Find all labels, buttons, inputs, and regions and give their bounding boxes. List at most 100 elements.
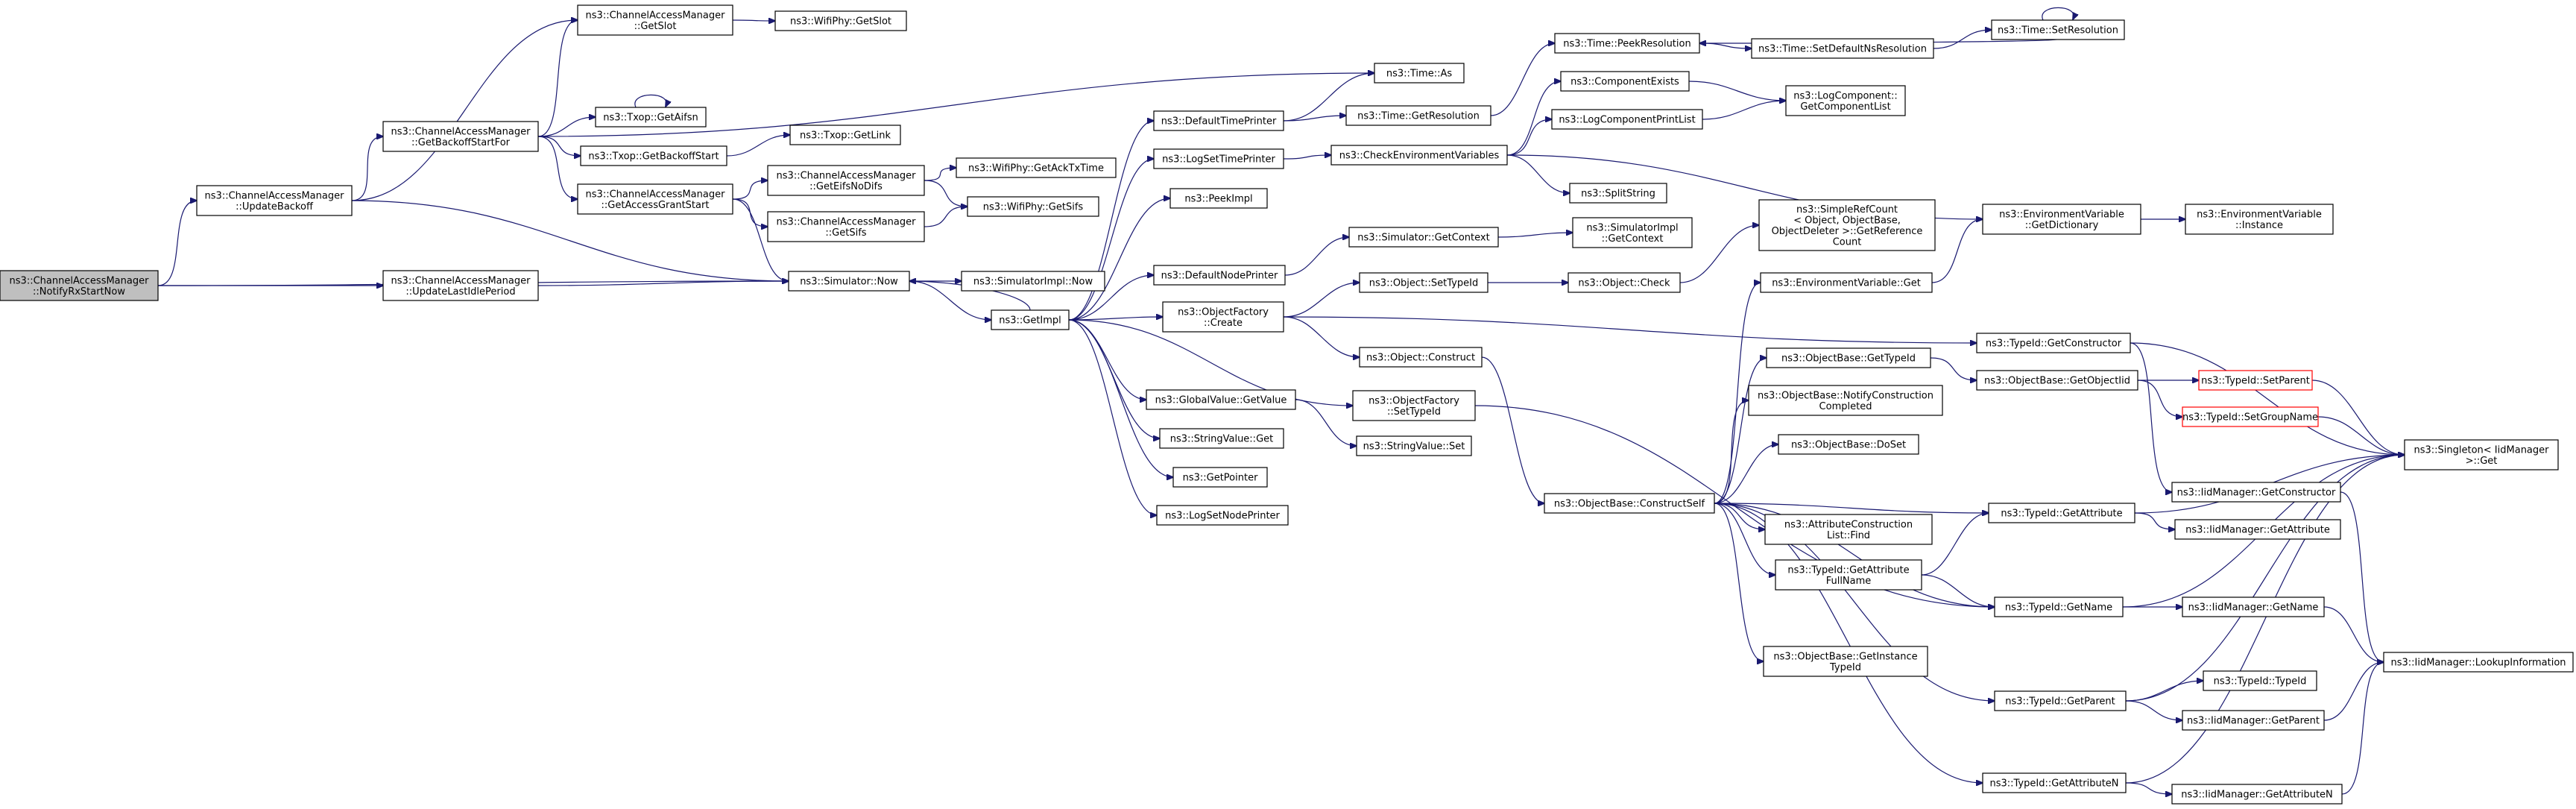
node-get-pointer[interactable]: ns3::GetPointer — [1172, 467, 1268, 488]
node-label: ns3::IidManager::GetAttributeN — [2181, 790, 2333, 801]
node-box — [1348, 227, 1499, 248]
node-box — [382, 121, 539, 152]
node-log-set-time-printer[interactable]: ns3::LogSetTimePrinter — [1153, 148, 1284, 169]
node-env-var-get[interactable]: ns3::EnvironmentVariable::Get — [1760, 272, 1933, 293]
node-box — [956, 157, 1117, 178]
node-label: ns3::LogComponent:: — [1793, 90, 1898, 101]
node-string-value-get[interactable]: ns3::StringValue::Get — [1159, 428, 1284, 449]
node-iid-get-constructor[interactable]: ns3::IidManager::GetConstructor — [2171, 482, 2341, 503]
node-label: Count — [1833, 236, 1862, 248]
node-time-peek-resolution[interactable]: ns3::Time::PeekResolution — [1554, 33, 1700, 54]
node-env-var-get-dictionary[interactable]: ns3::EnvironmentVariable::GetDictionary — [1982, 204, 2141, 235]
edge-get-impl-to-default-time-printer — [1068, 121, 1154, 321]
node-obj-base-get-object-tid[interactable]: ns3::ObjectBase::GetObjectIid — [1976, 370, 2138, 391]
node-type-id-set-group-name[interactable]: ns3::TypeId::SetGroupName — [2182, 406, 2319, 427]
node-txop-get-link[interactable]: ns3::Txop::GetLink — [789, 125, 901, 145]
node-root[interactable]: ns3::ChannelAccessManager::NotifyRxStart… — [0, 270, 159, 301]
node-get-eifs-no-difs[interactable]: ns3::ChannelAccessManager::GetEifsNoDifs — [767, 165, 925, 196]
node-sim-impl-now[interactable]: ns3::SimulatorImpl::Now — [961, 271, 1105, 292]
node-label: ns3::WifiPhy::GetAckTxTime — [968, 163, 1104, 174]
edge-get-access-grant-start-to-simulator-now — [732, 198, 789, 281]
node-type-id-set-parent[interactable]: ns3::TypeId::SetParent — [2198, 370, 2313, 391]
edge-check-env-vars-to-component-exists — [1506, 81, 1561, 156]
node-sim-get-context[interactable]: ns3::Simulator::GetContext — [1348, 227, 1499, 248]
node-obj-base-notify-construction[interactable]: ns3::ObjectBase::NotifyConstructionCompl… — [1748, 385, 1943, 416]
node-obj-base-get-type-id[interactable]: ns3::ObjectBase::GetTypeId — [1766, 347, 1931, 368]
node-object-check[interactable]: ns3::Object::Check — [1568, 272, 1681, 293]
node-wifi-get-slot[interactable]: ns3::WifiPhy::GetSlot — [774, 10, 907, 31]
node-box — [1760, 272, 1933, 293]
edge-get-eifs-no-difs-to-wifi-get-ack-tx-time — [924, 168, 956, 181]
node-global-value-get-value[interactable]: ns3::GlobalValue::GetValue — [1146, 389, 1296, 410]
node-iid-lookup-information[interactable]: ns3::IidManager::LookupInformation — [2383, 652, 2574, 673]
node-iid-get-parent[interactable]: ns3::IidManager::GetParent — [2182, 710, 2325, 731]
node-split-string[interactable]: ns3::SplitString — [1569, 183, 1667, 204]
node-check-env-vars[interactable]: ns3::CheckEnvironmentVariables — [1330, 145, 1508, 166]
node-label: ns3::Txop::GetAifsn — [603, 113, 698, 124]
edge-obj-base-construct-self-to-obj-base-notify-construction — [1714, 400, 1749, 504]
node-component-exists[interactable]: ns3::ComponentExists — [1560, 71, 1690, 92]
node-label: ns3::ChannelAccessManager — [205, 190, 345, 201]
node-iid-get-attribute[interactable]: ns3::IidManager::GetAttribute — [2174, 519, 2341, 540]
node-time-get-resolution[interactable]: ns3::Time::GetResolution — [1345, 105, 1491, 126]
node-label: ns3::AttributeConstruction — [1784, 519, 1913, 530]
edge-root-to-update-backoff — [157, 201, 197, 286]
node-obj-base-do-set[interactable]: ns3::ObjectBase::DoSet — [1778, 434, 1919, 455]
node-box — [1352, 390, 1476, 421]
node-wifi-get-ack-tx-time[interactable]: ns3::WifiPhy::GetAckTxTime — [956, 157, 1117, 178]
node-update-backoff[interactable]: ns3::ChannelAccessManager::UpdateBackoff — [196, 185, 353, 216]
node-log-component-get-list[interactable]: ns3::LogComponent::GetComponentList — [1785, 85, 1906, 116]
node-iid-get-name[interactable]: ns3::IidManager::GetName — [2182, 596, 2325, 617]
node-log-set-node-printer[interactable]: ns3::LogSetNodePrinter — [1156, 505, 1289, 526]
node-box — [1976, 333, 2131, 353]
node-update-last-idle[interactable]: ns3::ChannelAccessManager::UpdateLastIdl… — [382, 270, 539, 301]
node-label: ::Instance — [2235, 220, 2283, 231]
node-get-slot[interactable]: ns3::ChannelAccessManager::GetSlot — [577, 4, 733, 36]
node-type-id-get-name[interactable]: ns3::TypeId::GetName — [1994, 596, 2124, 617]
node-txop-get-aifsn[interactable]: ns3::Txop::GetAifsn — [595, 107, 707, 128]
node-peek-impl[interactable]: ns3::PeekImpl — [1169, 188, 1268, 209]
node-time-set-default-ns-res[interactable]: ns3::Time::SetDefaultNsResolution — [1751, 38, 1934, 59]
node-box — [1568, 272, 1681, 293]
node-cam-get-sifs[interactable]: ns3::ChannelAccessManager::GetSifs — [767, 211, 925, 242]
node-object-construct[interactable]: ns3::Object::Construct — [1359, 347, 1483, 368]
node-simulator-now[interactable]: ns3::Simulator::Now — [788, 271, 910, 292]
node-get-impl[interactable]: ns3::GetImpl — [991, 309, 1070, 330]
node-time-as[interactable]: ns3::Time::As — [1374, 63, 1465, 84]
node-sim-impl-get-context[interactable]: ns3::SimulatorImpl::GetContext — [1572, 217, 1693, 248]
node-type-id-get-attribute[interactable]: ns3::TypeId::GetAttribute — [1988, 503, 2135, 523]
node-type-id-get-constructor[interactable]: ns3::TypeId::GetConstructor — [1976, 333, 2131, 353]
node-box — [2182, 596, 2325, 617]
node-env-var-instance[interactable]: ns3::EnvironmentVariable::Instance — [2185, 204, 2334, 235]
node-log-component-print-list[interactable]: ns3::LogComponentPrintList — [1551, 109, 1703, 130]
node-wifi-get-sifs[interactable]: ns3::WifiPhy::GetSifs — [967, 196, 1099, 217]
node-obj-base-construct-self[interactable]: ns3::ObjectBase::ConstructSelf — [1544, 493, 1715, 514]
edge-type-id-set-group-name-to-singleton-get — [2317, 416, 2405, 455]
node-get-backoff-start-for[interactable]: ns3::ChannelAccessManager::GetBackoffSta… — [382, 121, 539, 152]
node-simple-ref-count[interactable]: ns3::SimpleRefCount< Object, ObjectBase,… — [1758, 199, 1936, 251]
node-string-value-set[interactable]: ns3::StringValue::Set — [1356, 435, 1472, 456]
node-type-id-get-parent[interactable]: ns3::TypeId::GetParent — [1994, 690, 2127, 711]
node-box — [774, 10, 907, 31]
node-default-node-printer[interactable]: ns3::DefaultNodePrinter — [1153, 265, 1286, 286]
node-box — [1544, 493, 1715, 514]
node-obj-factory-set-type-id[interactable]: ns3::ObjectFactory::SetTypeId — [1352, 390, 1476, 421]
node-time-set-resolution[interactable]: ns3::Time::SetResolution — [1991, 19, 2125, 40]
node-default-time-printer[interactable]: ns3::DefaultTimePrinter — [1153, 110, 1284, 131]
node-obj-factory-create[interactable]: ns3::ObjectFactory::Create — [1162, 301, 1284, 333]
edge-obj-base-construct-self-to-obj-base-get-instance-type-id — [1714, 503, 1764, 661]
node-get-access-grant-start[interactable]: ns3::ChannelAccessManager::GetAccessGran… — [577, 183, 733, 215]
node-type-id-get-attribute-n[interactable]: ns3::TypeId::GetAttributeN — [1982, 772, 2127, 793]
node-label: ns3::IidManager::GetConstructor — [2177, 488, 2336, 499]
node-iid-get-attribute-n[interactable]: ns3::IidManager::GetAttributeN — [2171, 784, 2343, 805]
node-object-set-type-id[interactable]: ns3::Object::SetTypeId — [1359, 272, 1489, 293]
node-singleton-get[interactable]: ns3::Singleton< IidManager>::Get — [2404, 439, 2559, 470]
node-type-id-type-id[interactable]: ns3::TypeId::TypeId — [2203, 670, 2317, 691]
edge-type-id-get-constructor-to-iid-get-constructor — [2130, 342, 2172, 492]
edge-env-var-get-to-env-var-get-dictionary — [1931, 219, 1983, 283]
node-txop-get-backoff-start[interactable]: ns3::Txop::GetBackoffStart — [580, 145, 727, 166]
